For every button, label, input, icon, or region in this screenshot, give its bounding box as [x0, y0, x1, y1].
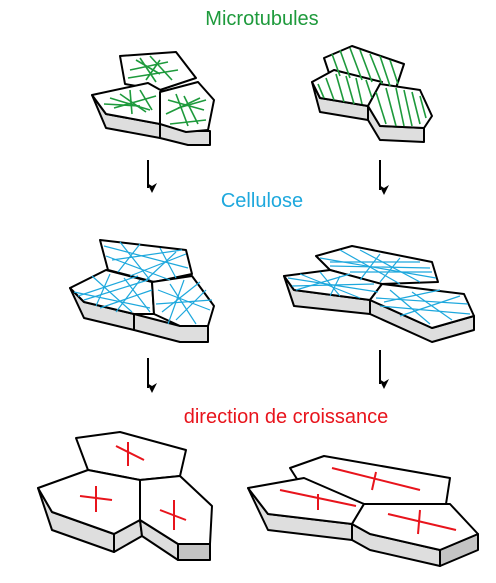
cellulose-random-cells [69, 239, 215, 343]
growth-anisotropic-cells [247, 455, 479, 567]
cellulose-label: Cellulose [220, 190, 304, 212]
growth-direction-label: direction de croissance [183, 406, 389, 428]
microtubules-label: Microtubules [205, 8, 319, 30]
cellulose-parallel-cells [283, 245, 475, 343]
growth-isotropic-cells [37, 431, 213, 561]
microtubules-random-cells [91, 51, 215, 146]
microtubules-parallel-cells [311, 45, 433, 143]
